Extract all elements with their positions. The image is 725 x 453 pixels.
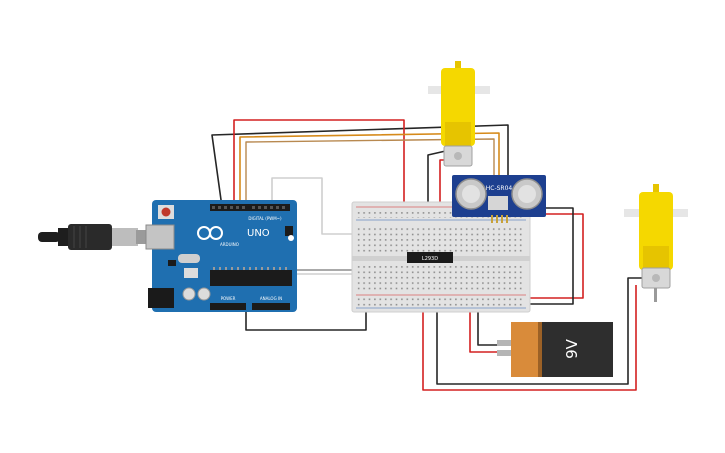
wire-black-top[interactable] bbox=[211, 124, 509, 208]
ultrasonic-sensor[interactable]: HC-SR04 bbox=[452, 175, 546, 223]
usb-cable[interactable] bbox=[38, 224, 154, 250]
battery-label: 9V bbox=[563, 338, 581, 359]
power-jack bbox=[148, 288, 174, 308]
analog-header bbox=[252, 303, 290, 310]
wire-orange-1[interactable] bbox=[239, 132, 500, 207]
wire-gray-1[interactable] bbox=[271, 177, 380, 235]
wire-orange-2[interactable] bbox=[245, 138, 495, 207]
digital-header-label: DIGITAL (PWM~) bbox=[248, 216, 282, 221]
reset-button[interactable] bbox=[161, 207, 171, 217]
arduino-uno-board[interactable]: DIGITAL (PWM~) UNO ARDUINO bbox=[145, 200, 297, 312]
arduino-brand: UNO bbox=[247, 228, 270, 239]
usb-jack bbox=[145, 224, 175, 250]
wire-sensor-red[interactable] bbox=[520, 213, 584, 299]
nine-volt-battery[interactable]: 9V bbox=[497, 322, 613, 377]
sensor-label: HC-SR04 bbox=[486, 185, 513, 192]
atmega-chip bbox=[210, 270, 292, 286]
dc-motor-2[interactable] bbox=[624, 184, 688, 302]
arduino-maker: ARDUINO bbox=[220, 242, 239, 247]
wire-sensor-black[interactable] bbox=[520, 207, 574, 305]
dc-motor-1[interactable] bbox=[428, 61, 490, 167]
l293d-driver-ic[interactable]: L293D bbox=[407, 252, 453, 263]
power-header-label: POWER bbox=[221, 296, 236, 301]
power-header bbox=[210, 303, 246, 310]
arduino-logo-icon bbox=[197, 226, 223, 240]
wire-motor2-black[interactable] bbox=[436, 277, 646, 385]
digital-header bbox=[210, 204, 290, 211]
driver-ic-label: L293D bbox=[422, 256, 438, 262]
wire-motor2-red[interactable] bbox=[422, 285, 637, 391]
analog-header-label: ANALOG IN bbox=[260, 296, 282, 301]
